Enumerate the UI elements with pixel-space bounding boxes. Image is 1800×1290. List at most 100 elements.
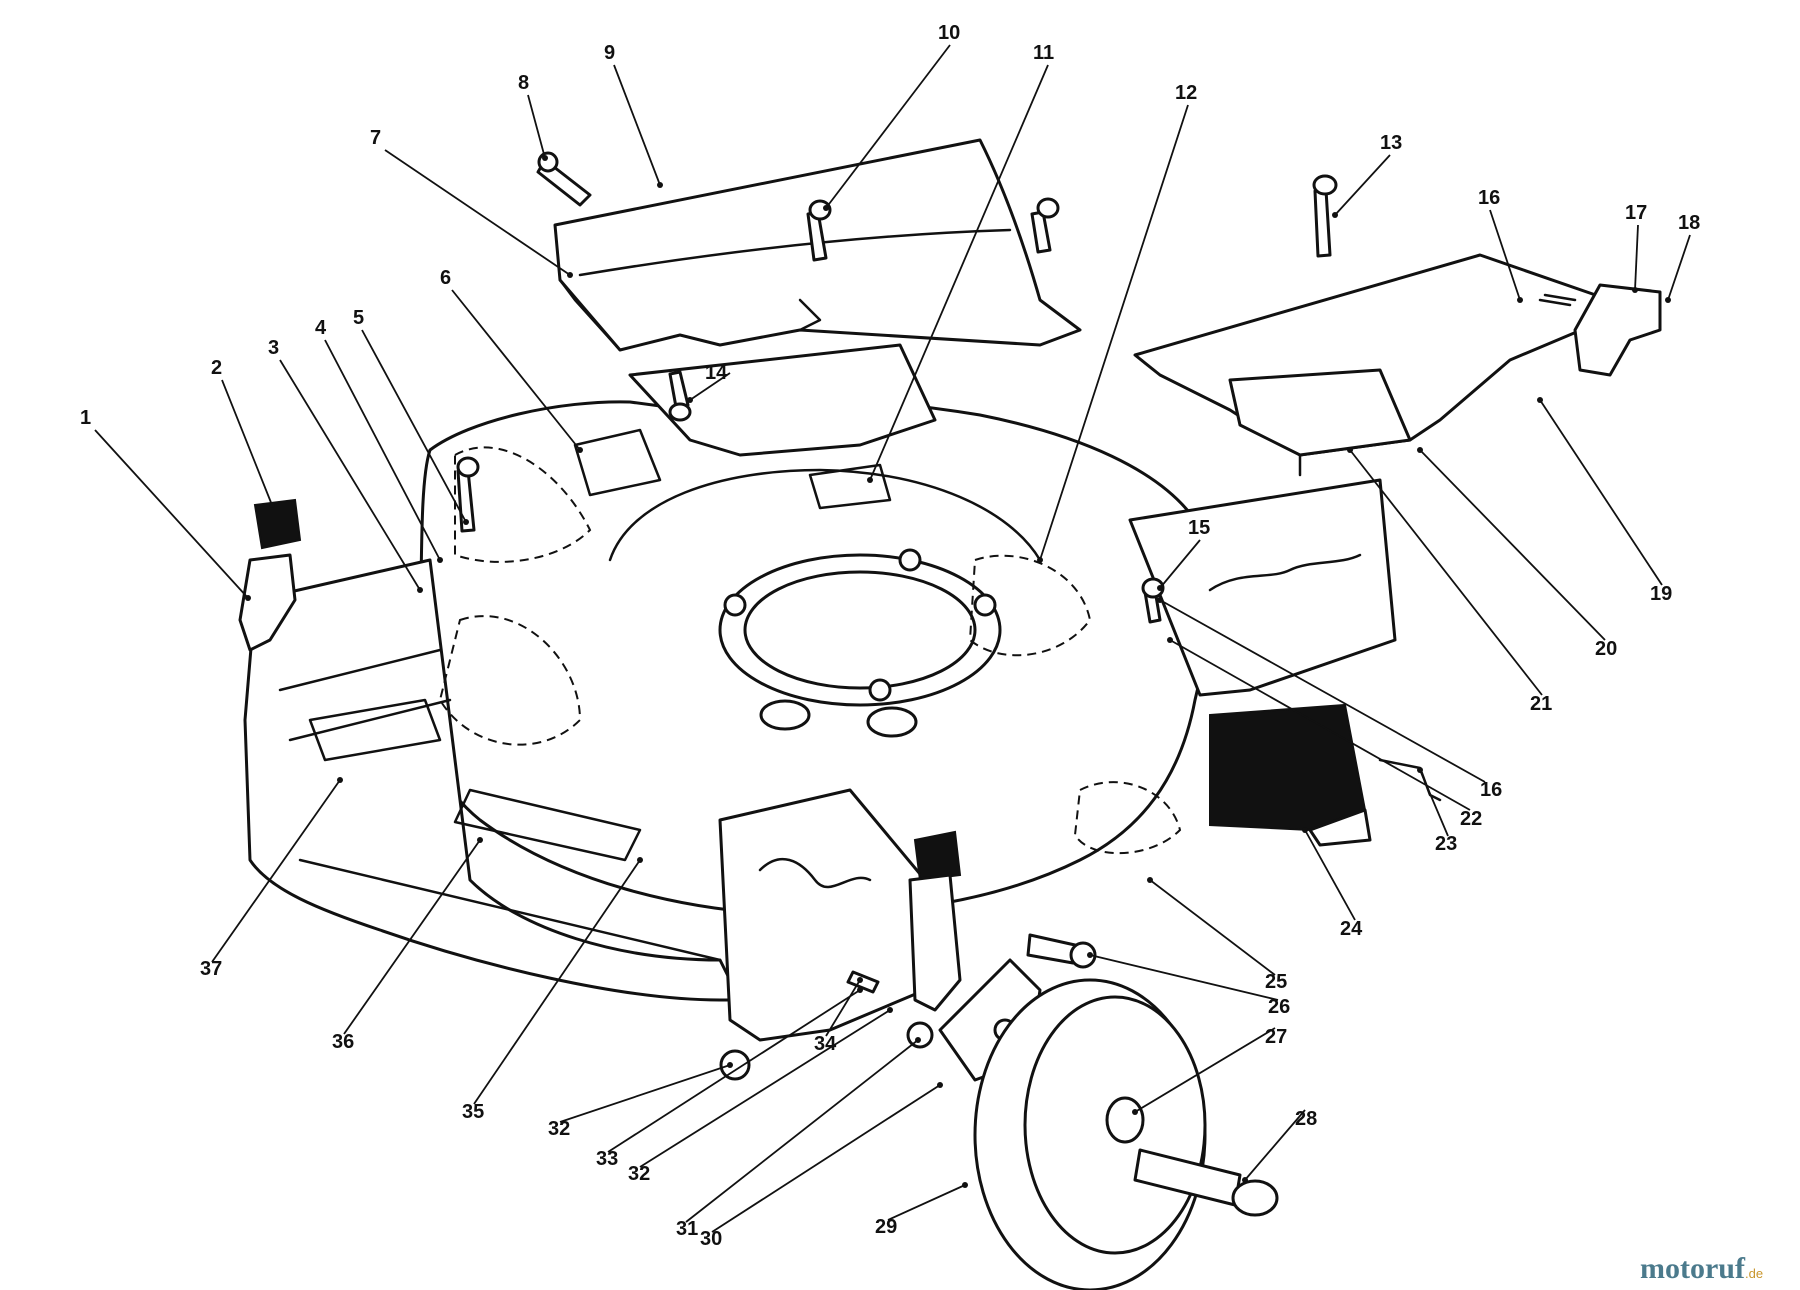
leader-dot-11 [867, 477, 873, 483]
leader-line-11 [869, 64, 1049, 481]
watermark-logo: motoruf.de [1640, 1252, 1763, 1285]
callout-25: 25 [1265, 971, 1287, 993]
leader-line-9 [613, 64, 661, 186]
callout-11: 11 [1033, 42, 1054, 64]
leader-dot-30 [937, 1082, 943, 1088]
rear-bracket [1538, 283, 1662, 377]
leader-dot-3 [417, 587, 423, 593]
leader-dot-20 [1417, 447, 1423, 453]
leader-line-3 [279, 359, 421, 591]
leader-dot-32b [887, 1007, 893, 1013]
callout-26: 26 [1268, 996, 1290, 1018]
callout-30: 30 [700, 1228, 722, 1250]
leader-dot-17 [1632, 287, 1638, 293]
callout-36: 36 [332, 1031, 354, 1053]
callout-16a: 16 [1478, 187, 1500, 209]
axle-bolt [1133, 1148, 1279, 1217]
leader-dot-19 [1537, 397, 1543, 403]
leader-line-24 [1304, 829, 1356, 921]
callout-9: 9 [604, 42, 615, 64]
mower-deck [243, 343, 1397, 1042]
leader-line-37 [211, 779, 341, 963]
leader-line-32a [559, 1064, 731, 1123]
leader-line-30 [711, 1084, 941, 1233]
callout-19: 19 [1650, 583, 1672, 605]
callout-16b: 16 [1480, 779, 1502, 801]
leader-line-17 [1634, 224, 1639, 291]
leader-line-13 [1334, 154, 1391, 216]
leader-line-22 [1169, 639, 1471, 811]
callout-29: 29 [875, 1216, 897, 1238]
leader-dot-5 [463, 519, 469, 525]
callout-leaders [94, 44, 1691, 1233]
leader-line-16b [1159, 599, 1486, 783]
leader-dot-32a [727, 1062, 733, 1068]
leader-line-5 [361, 329, 467, 523]
leader-dot-35 [637, 857, 643, 863]
leader-line-10 [825, 44, 951, 209]
leader-line-27 [1134, 1027, 1276, 1113]
callout-17: 17 [1625, 202, 1647, 224]
callout-2: 2 [211, 357, 222, 379]
leader-dot-29 [962, 1182, 968, 1188]
leader-line-19 [1539, 399, 1663, 586]
leader-dot-9 [657, 182, 663, 188]
leader-line-2 [221, 379, 273, 506]
leader-dot-21 [1347, 447, 1353, 453]
leader-line-21 [1349, 449, 1543, 696]
callout-10: 10 [938, 22, 960, 44]
callout-18: 18 [1678, 212, 1700, 234]
grass-baffle [1209, 703, 1372, 847]
wheel [973, 978, 1207, 1290]
leader-dot-26 [1087, 952, 1093, 958]
leader-dot-31 [915, 1037, 921, 1043]
leader-line-20 [1419, 449, 1606, 641]
leader-dot-25 [1147, 877, 1153, 883]
shoulder-bolt [1026, 933, 1097, 969]
leader-dot-10 [823, 205, 829, 211]
leader-dot-24 [1302, 827, 1308, 833]
leader-line-36 [343, 839, 481, 1035]
callout-28: 28 [1295, 1108, 1317, 1130]
callout-32a: 32 [548, 1118, 570, 1140]
leader-line-18 [1667, 234, 1691, 301]
leader-line-31 [685, 1039, 919, 1223]
leader-line-25 [1149, 879, 1276, 976]
callout-4: 4 [315, 317, 327, 339]
callout-8: 8 [518, 72, 529, 94]
callout-12: 12 [1175, 82, 1197, 104]
callout-34: 34 [814, 1033, 837, 1055]
callout-24: 24 [1340, 918, 1363, 940]
leader-line-8 [527, 94, 546, 159]
leader-dot-22 [1167, 637, 1173, 643]
leader-dot-7 [567, 272, 573, 278]
watermark-brand: motoruf [1640, 1252, 1746, 1285]
height-adjust-lever-right [908, 830, 962, 1012]
leader-dot-15 [1157, 585, 1163, 591]
leader-dot-8 [542, 155, 548, 161]
leader-dot-16a [1517, 297, 1523, 303]
callout-37: 37 [200, 958, 222, 980]
leader-dot-18 [1665, 297, 1671, 303]
callout-14: 14 [705, 362, 728, 384]
callout-22: 22 [1460, 808, 1482, 830]
leader-line-32b [639, 1009, 891, 1168]
leader-dot-13 [1332, 212, 1338, 218]
callout-27: 27 [1265, 1026, 1287, 1048]
callout-23: 23 [1435, 833, 1457, 855]
callout-35: 35 [462, 1101, 484, 1123]
callout-1: 1 [80, 407, 91, 429]
leader-line-4 [324, 339, 441, 561]
leader-dot-16b [1157, 597, 1163, 603]
leader-line-34 [825, 979, 861, 1037]
leader-dot-6 [577, 447, 583, 453]
leader-dot-34 [857, 977, 863, 983]
leader-dot-2 [269, 502, 275, 508]
leader-line-16a [1489, 209, 1521, 301]
leader-dot-37 [337, 777, 343, 783]
leader-line-23 [1419, 769, 1449, 837]
leader-dot-4 [437, 557, 443, 563]
callout-15: 15 [1188, 517, 1210, 539]
leader-line-28 [1244, 1109, 1306, 1181]
